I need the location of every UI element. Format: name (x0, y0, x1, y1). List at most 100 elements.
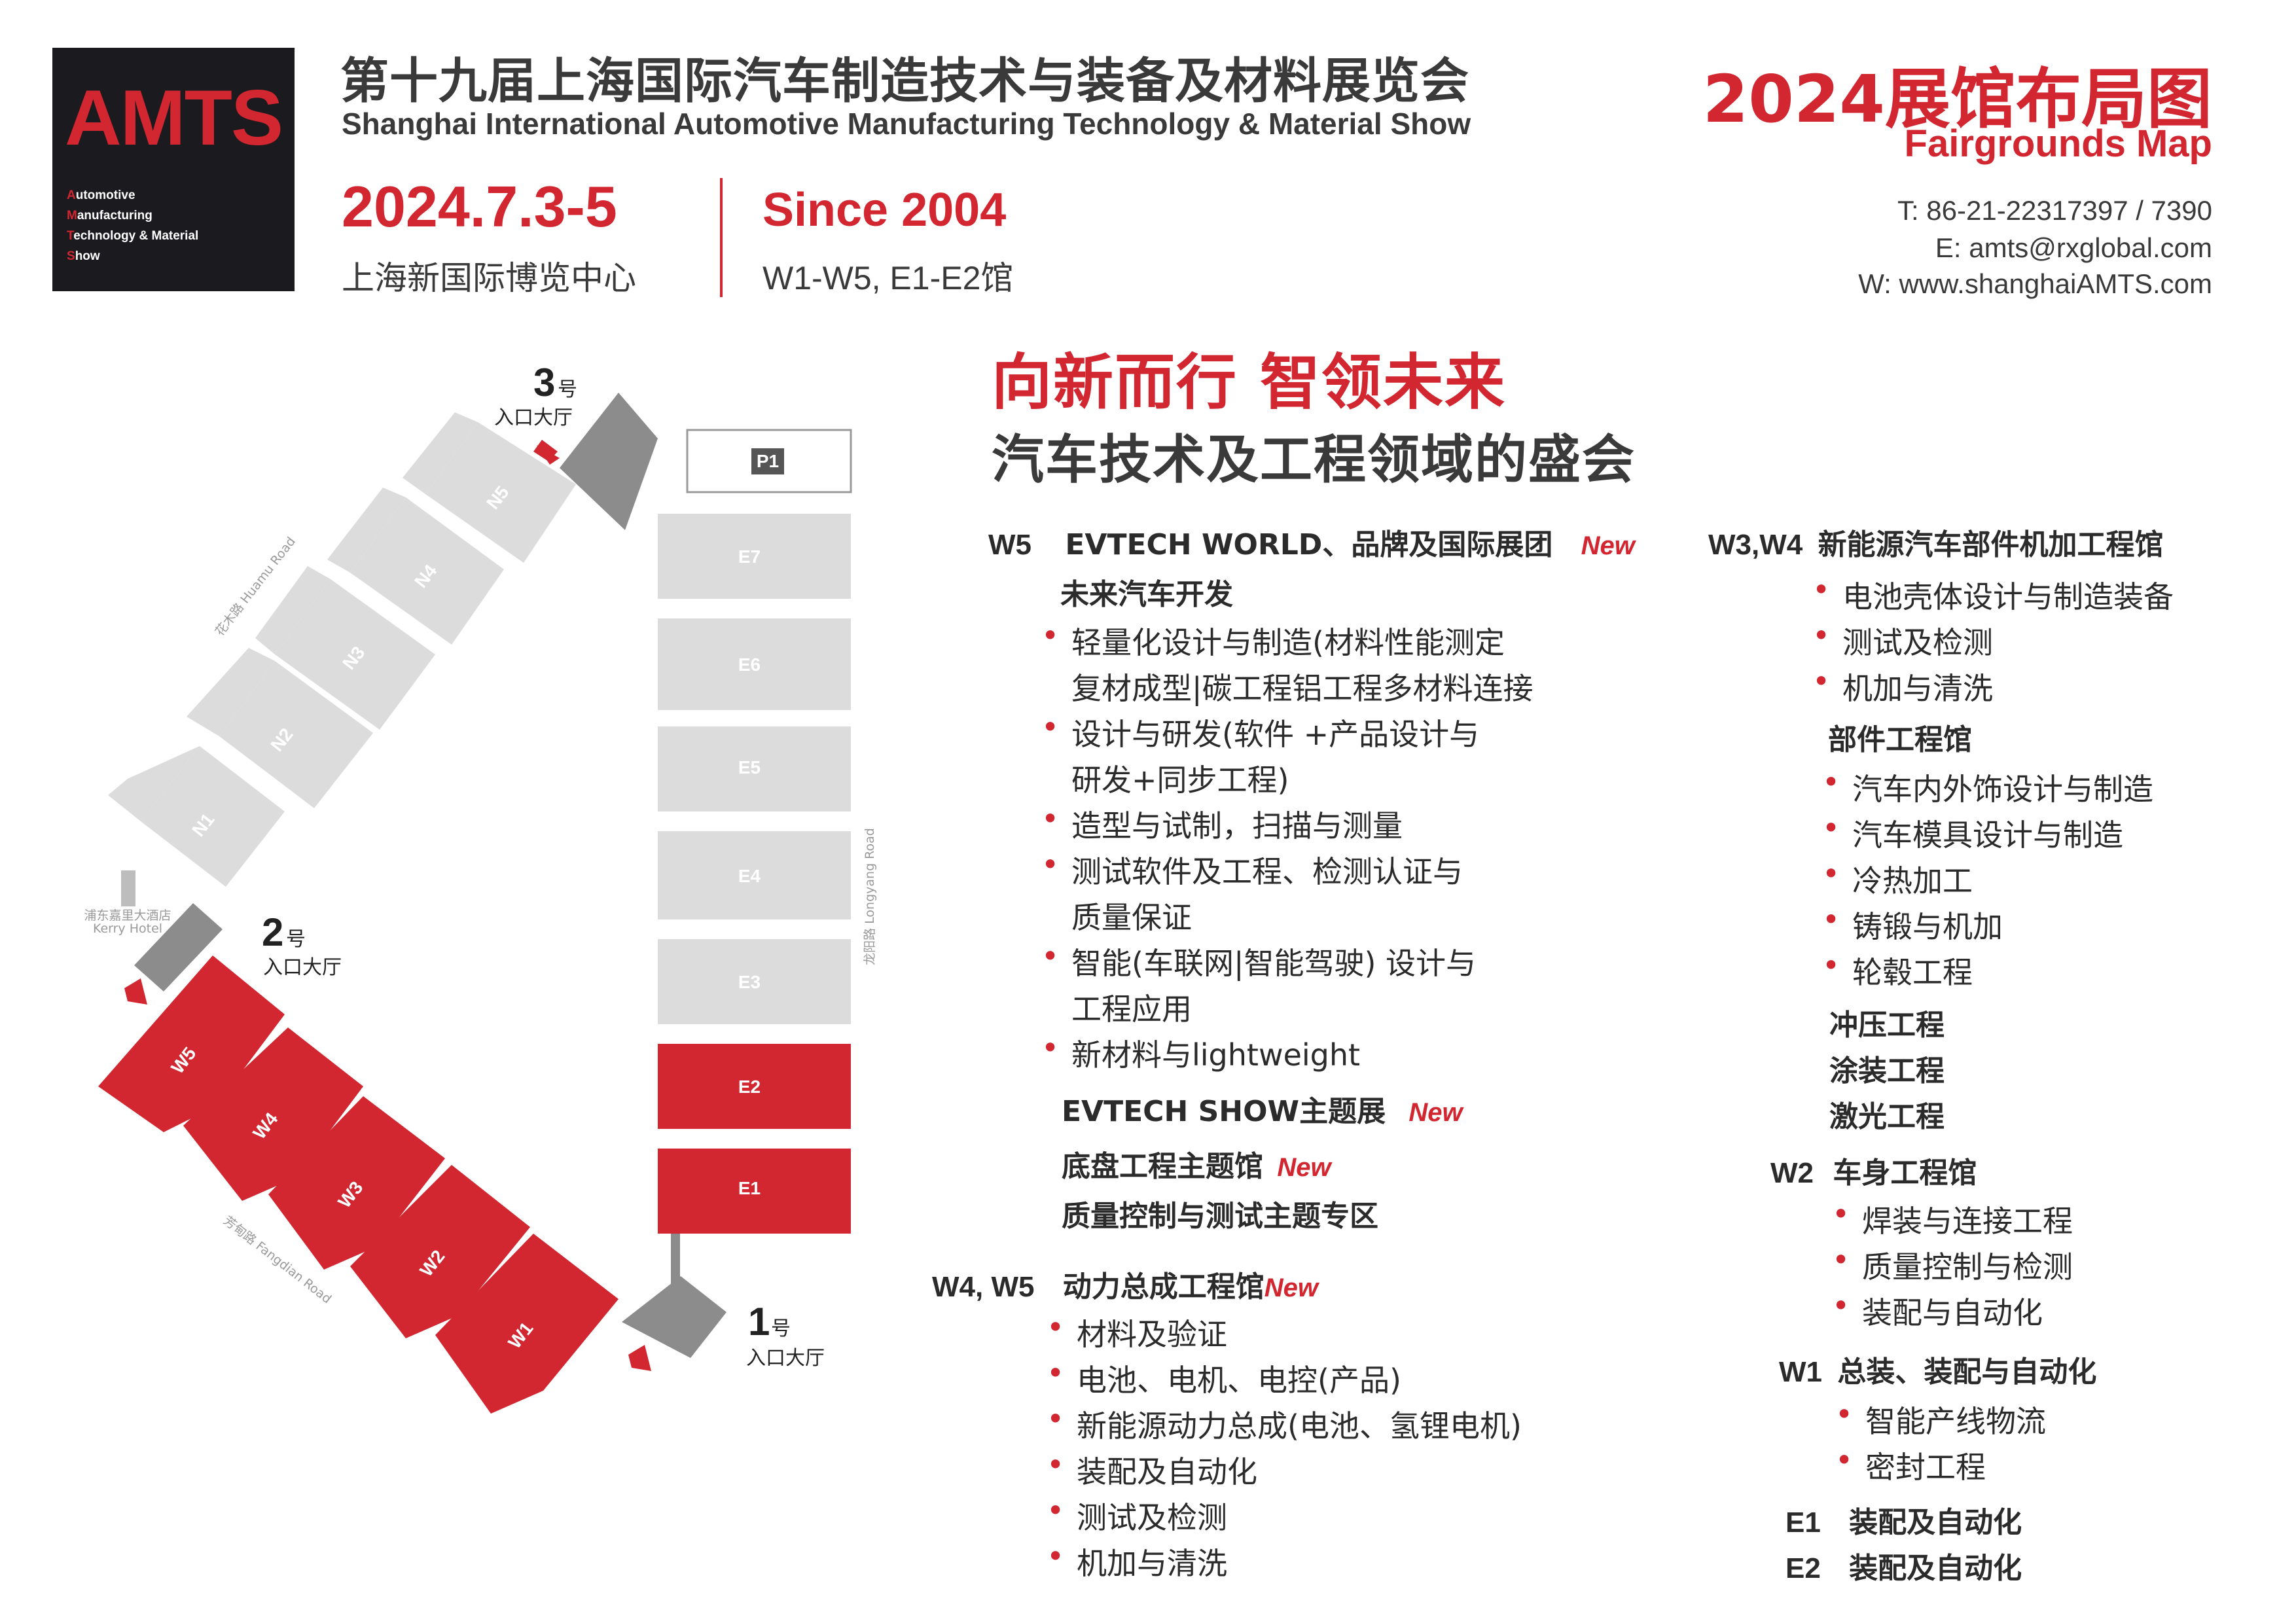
slogan-sub: 汽车技术及工程领域的盛会 (992, 429, 1636, 490)
entrance-1[interactable]: 1 号 入口大厅 (622, 1276, 825, 1371)
svg-text:E3: E3 (738, 972, 761, 992)
list-item: 铸锻与机加 (1822, 902, 2003, 946)
logo-tagline: Automotive Manufacturing Technology & Ma… (67, 188, 199, 263)
walkway (671, 1234, 680, 1286)
list-item-cont: 质量保证 (1071, 900, 1192, 935)
chassis-heading: 底盘工程主题馆 New (1062, 1150, 1331, 1183)
stamping-heading: 冲压工程 (1829, 1008, 1945, 1042)
list-item: 测试及检测 (1812, 618, 1993, 662)
parts-heading: 部件工程馆 (1828, 723, 1972, 757)
header-divider (720, 178, 723, 297)
contact-email[interactable]: E: amts@rxglobal.com (1935, 232, 2212, 263)
svg-text:E1: E1 (738, 1178, 761, 1198)
road-longyang: 龙阳路 Longyang Road (863, 828, 877, 965)
list-item-cont: 工程应用 (1071, 991, 1192, 1027)
amts-logo: AMTS Automotive Manufacturing Technology… (52, 48, 295, 291)
hall-e6[interactable]: E6 (658, 618, 851, 710)
list-item: 测试软件及工程、检测认证与 (1041, 847, 1463, 891)
svg-text:E5: E5 (738, 757, 761, 777)
map-title: 2024展馆布局图 (1702, 61, 2212, 137)
kerry-hotel: 浦东嘉里大酒店 Kerry Hotel (84, 870, 171, 936)
since-year: Since 2004 (762, 184, 1007, 236)
list-item: 电池、电机、电控(产品) (1047, 1355, 1401, 1400)
list-item: 轻量化设计与制造(材料性能测定 (1041, 618, 1505, 662)
hall-w3[interactable]: W3 (268, 1096, 445, 1270)
list-item: 装配及自动化 (1047, 1447, 1257, 1491)
svg-text:E6: E6 (738, 654, 761, 675)
parking-p1[interactable]: P1 (686, 429, 852, 493)
list-item: 质量控制与检测 (1832, 1242, 2073, 1287)
svg-text:3: 3 (533, 361, 555, 404)
event-date: 2024.7.3-5 (342, 174, 617, 239)
svg-text:入口大厅: 入口大厅 (746, 1347, 825, 1370)
list-item: 密封工程 (1835, 1442, 1986, 1487)
quality-zone-heading: 质量控制与测试主题专区 (1062, 1200, 1378, 1233)
w1-heading: W1 总装、装配与自动化 (1779, 1355, 2097, 1389)
hotel-icon (121, 870, 135, 906)
powertrain-heading: W4, W5 动力总成工程馆New (932, 1270, 1319, 1304)
hall-n5[interactable]: N5 (403, 412, 576, 563)
hall-w5[interactable]: W5 (98, 955, 285, 1132)
list-item: 造型与试制，扫描与测量 (1041, 801, 1403, 846)
list-item: 新能源动力总成(电池、氢锂电机) (1047, 1401, 1522, 1446)
event-halls: W1-W5, E1-E2馆 (762, 260, 1014, 296)
hall-w2[interactable]: W2 (350, 1165, 530, 1338)
e1-heading: E1 装配及自动化 (1785, 1506, 2022, 1539)
hall-n1[interactable]: N1 (108, 746, 285, 887)
event-title-en: Shanghai International Automotive Manufa… (342, 107, 1471, 141)
contact-phone: T: 86-21-22317397 / 7390 (1897, 195, 2212, 226)
map-subtitle: Fairgrounds Map (1904, 122, 2212, 165)
arrow-icon (124, 978, 147, 1005)
hall-n3[interactable]: N3 (255, 566, 435, 730)
hall-e7[interactable]: E7 (658, 514, 851, 599)
svg-text:浦东嘉里大酒店: 浦东嘉里大酒店 (84, 908, 171, 923)
list-item: 汽车模具设计与制造 (1822, 810, 2123, 855)
hall-e3[interactable]: E3 (658, 939, 851, 1024)
svg-text:入口大厅: 入口大厅 (494, 406, 573, 429)
evtech-show-heading: EVTECH SHOW主题展 New (1062, 1095, 1463, 1128)
list-item: 新材料与lightweight (1041, 1030, 1360, 1075)
e2-heading: E2 装配及自动化 (1785, 1552, 2022, 1585)
svg-text:E2: E2 (738, 1077, 761, 1097)
hall-e2[interactable]: E2 (658, 1044, 851, 1129)
slogan-main: 向新而行 智领未来 (992, 348, 1507, 418)
list-item: 轮毂工程 (1822, 948, 1973, 992)
svg-text:入口大厅: 入口大厅 (263, 956, 342, 979)
hall-w1[interactable]: W1 (435, 1234, 619, 1414)
event-venue: 上海新国际博览中心 (342, 259, 636, 297)
list-item: 材料及验证 (1047, 1310, 1227, 1354)
hall-n2[interactable]: N2 (187, 648, 373, 808)
svg-text:号: 号 (558, 378, 577, 401)
hall-e4[interactable]: E4 (658, 831, 851, 919)
list-item-cont: 研发+同步工程) (1071, 762, 1289, 798)
hall-w4[interactable]: W4 (183, 1027, 363, 1201)
svg-text:号: 号 (771, 1317, 791, 1340)
entrance-2[interactable]: 2 号 入口大厅 (124, 903, 342, 1005)
svg-text:E4: E4 (738, 866, 761, 886)
event-title-cn: 第十九届上海国际汽车制造技术与装备及材料展览会 (340, 53, 1469, 109)
list-item: 冷热加工 (1822, 856, 1973, 901)
list-item: 设计与研发(软件 +产品设计与 (1041, 709, 1479, 754)
list-item: 智能产线物流 (1835, 1397, 2046, 1441)
svg-text:E7: E7 (738, 546, 761, 567)
laser-heading: 激光工程 (1829, 1100, 1945, 1133)
contact-website[interactable]: W: www.shanghaiAMTS.com (1858, 268, 2212, 299)
w5-heading: W5 EVTECH WORLD、品牌及国际展团 New (988, 528, 1635, 562)
list-item: 装配与自动化 (1832, 1288, 2043, 1332)
fairgrounds-map: N1 N2 N3 N4 N5 3 号 入口大厅 P1 E7 (84, 361, 877, 1414)
list-item: 焊装与连接工程 (1832, 1196, 2073, 1241)
svg-text:1: 1 (748, 1300, 770, 1344)
hall-e5[interactable]: E5 (658, 726, 851, 812)
svg-text:2: 2 (262, 910, 283, 954)
arrow-icon (628, 1345, 651, 1371)
entrance-3[interactable]: 3 号 入口大厅 (494, 361, 658, 530)
list-item: 机加与清洗 (1047, 1539, 1227, 1583)
logo-wordmark: AMTS (65, 74, 283, 162)
list-item: 汽车内外饰设计与制造 (1822, 764, 2153, 809)
w3w4-heading: W3,W4 新能源汽车部件机加工程馆 (1708, 528, 2164, 562)
svg-text:P1: P1 (757, 451, 779, 471)
hall-e1[interactable]: E1 (658, 1149, 851, 1234)
w2-heading: W2 车身工程馆 (1770, 1156, 1977, 1190)
hall-n4[interactable]: N4 (327, 488, 504, 645)
svg-text:Kerry Hotel: Kerry Hotel (93, 921, 162, 936)
